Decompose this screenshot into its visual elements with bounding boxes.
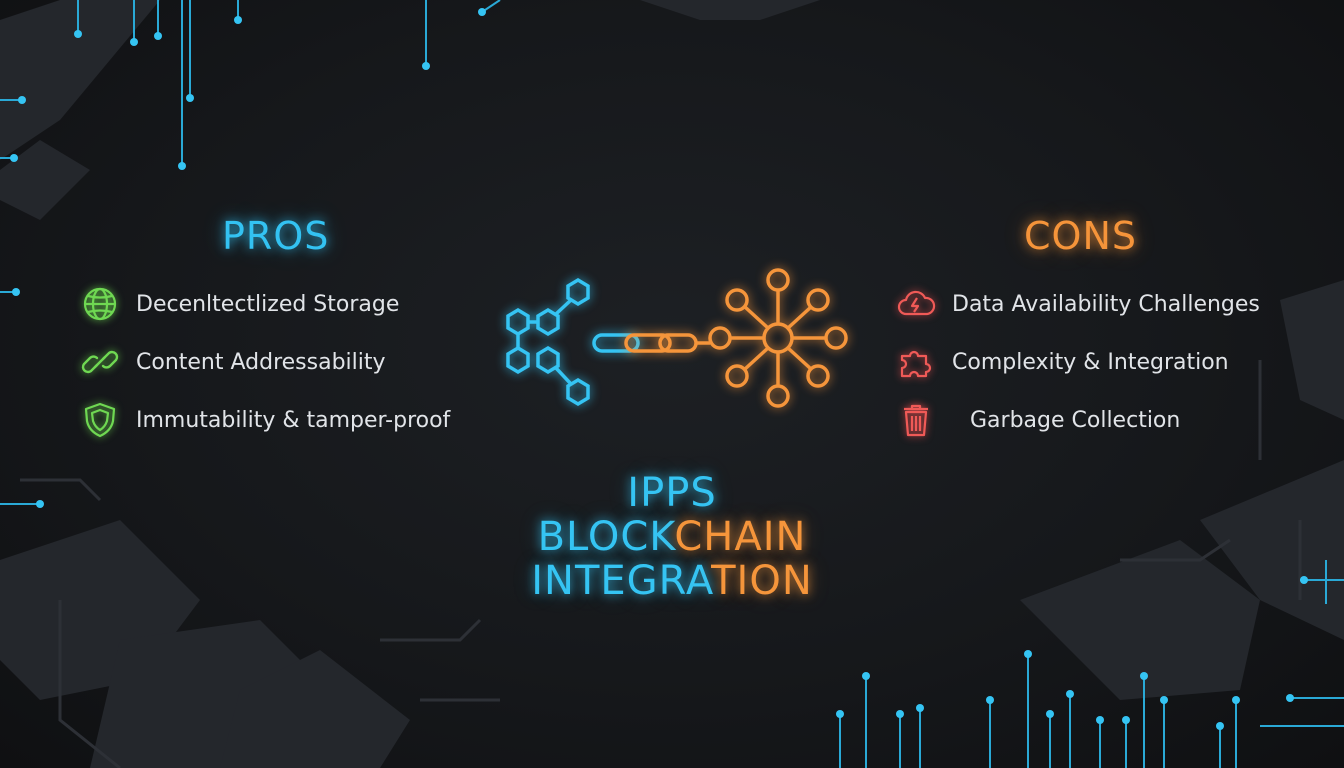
chain-node xyxy=(566,377,590,407)
center-title-line-1: IPPS xyxy=(627,470,717,516)
pros-item-label: Immutability & tamper-proof xyxy=(136,407,451,433)
trash-icon xyxy=(894,398,938,442)
chain-node xyxy=(506,307,530,337)
cons-heading: CONS xyxy=(1024,214,1137,258)
cons-item-label: Garbage Collection xyxy=(970,407,1181,433)
center-title-line-3: INTEGRATION xyxy=(531,558,813,604)
pros-heading: PROS xyxy=(222,214,330,258)
globe-icon xyxy=(78,282,122,326)
pros-item-label: Content Addressability xyxy=(136,349,386,375)
cons-item-garbage: Garbage Collection xyxy=(894,398,1180,442)
chain-node xyxy=(536,345,560,375)
pros-item-immutability: Immutability & tamper-proof xyxy=(78,398,450,442)
chain-node xyxy=(536,307,560,337)
pros-item-addressability: Content Addressability xyxy=(78,340,386,384)
chain-node xyxy=(506,345,530,375)
chain-link-icon xyxy=(78,340,122,384)
cons-item-complexity: Complexity & Integration xyxy=(894,340,1229,384)
chain-node xyxy=(566,277,590,307)
puzzle-piece-icon xyxy=(894,340,938,384)
cons-item-label: Complexity & Integration xyxy=(952,349,1229,375)
cloud-lightning-icon xyxy=(894,282,938,326)
cons-item-availability: Data Availability Challenges xyxy=(894,282,1260,326)
center-title-line-2: BLOCKCHAIN xyxy=(537,514,807,560)
shield-icon xyxy=(78,398,122,442)
cons-item-label: Data Availability Challenges xyxy=(952,291,1260,317)
pros-item-storage: Decenltectlized Storage xyxy=(78,282,399,326)
pros-item-label: Decenltectlized Storage xyxy=(136,291,400,317)
